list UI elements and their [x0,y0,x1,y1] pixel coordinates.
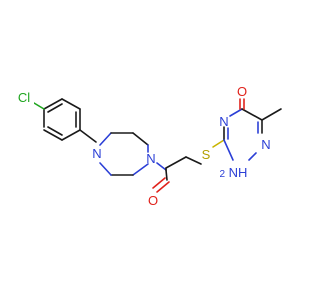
svg-text:N: N [261,137,270,152]
piperazine-n-amide: N [146,151,155,166]
triazine-n4: N [219,114,228,129]
svg-text:O: O [148,193,158,208]
ketone-double-bond [239,98,245,110]
svg-text:N: N [92,146,101,161]
triazine-n1: N [261,137,270,152]
ketone-oxygen: O [237,84,247,99]
methyl-bond [261,108,282,121]
carbonyl-oxygen: O [148,193,158,208]
n-carbonyl-bond [156,162,167,171]
triazinone-ring [223,108,263,161]
aryl-n-bond [79,129,97,143]
triazine-nh-subscript: 2 [219,169,225,180]
s-triazine-bond [212,139,225,148]
chlorophenyl-ring [43,98,81,141]
chlorine-atom: Cl [14,90,34,105]
triazine-nh: NH 2 [219,165,247,180]
thioether-sulfur: S [202,147,211,162]
svg-text:NH: NH [229,165,248,180]
svg-text:S: S [202,147,211,162]
molecule-structure-diagram: Cl N N O S [14,84,282,208]
piperazine-ring [99,132,149,176]
svg-text:N: N [146,151,155,166]
carbonyl-double-bond [152,169,170,193]
svg-text:Cl: Cl [18,90,30,105]
ch2-s-bond [185,156,202,165]
carbonyl-ch2-bond [165,156,187,169]
svg-text:N: N [219,114,228,129]
svg-text:O: O [237,84,247,99]
cl-bond [33,102,45,110]
piperazine-n-aryl: N [92,146,101,161]
